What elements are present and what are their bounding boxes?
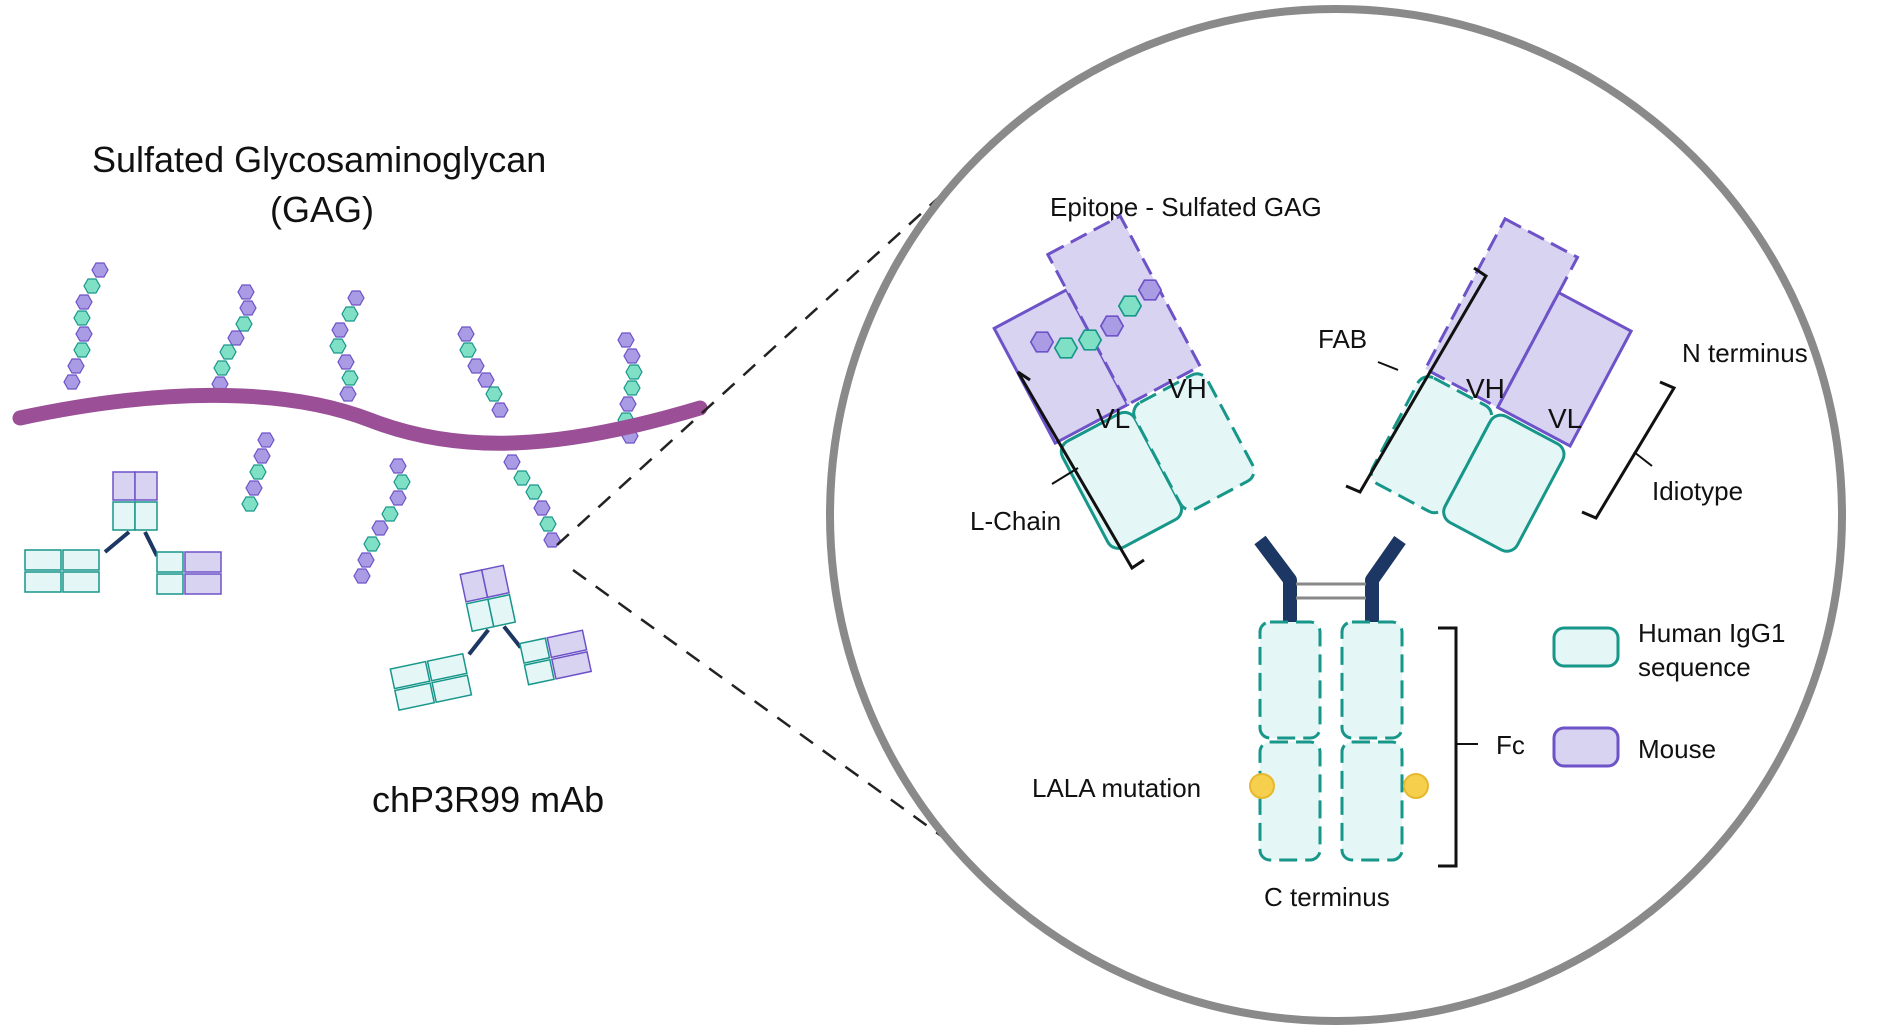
gag-chain-6 — [241, 432, 275, 512]
ch1-domain-right — [1369, 375, 1494, 515]
mini-antibody-1 — [23, 470, 223, 596]
gag-title-line1: Sulfated Glycosaminoglycan — [92, 139, 546, 180]
idiotype-bracket — [1581, 380, 1677, 520]
lala-dot-right — [1403, 773, 1429, 799]
idiotype-label: Idiotype — [1652, 476, 1743, 506]
lchain-bracket — [1016, 370, 1145, 571]
gag-title-line2: (GAG) — [270, 189, 374, 230]
vl-left-label: VL — [1096, 403, 1130, 434]
fc-bracket — [1438, 626, 1478, 868]
vl-right-label: VL — [1548, 403, 1582, 434]
ch1-domain-left — [1132, 372, 1256, 512]
gag-chain-4 — [457, 326, 509, 418]
mini-antibody-2 — [372, 550, 594, 715]
fab-label: FAB — [1318, 324, 1367, 354]
vl-domain-right — [1495, 290, 1634, 448]
fc-label: Fc — [1496, 730, 1525, 760]
cl-domain-right — [1442, 413, 1566, 553]
gag-chain-3 — [329, 290, 365, 402]
ch2-domain-left — [1258, 620, 1322, 740]
gag-chain-2 — [211, 284, 257, 392]
gag-side-chains — [63, 262, 643, 584]
vh-left-label: VH — [1168, 373, 1207, 404]
gag-backbone — [12, 387, 708, 451]
antibody-name-label: chP3R99 mAb — [372, 779, 604, 820]
c-terminus-label: C terminus — [1264, 882, 1390, 912]
ch3-domain-right — [1340, 740, 1404, 862]
legend-mouse-swatch — [1552, 726, 1620, 768]
legend-human-swatch — [1552, 626, 1620, 668]
legend-mouse-label: Mouse — [1638, 734, 1716, 764]
left-panel: Sulfated Glycosaminoglycan (GAG) — [12, 139, 708, 820]
antibody-detail: Epitope - Sulfated GAG VL VH VH — [970, 192, 1808, 912]
fc-region — [1258, 620, 1404, 862]
gag-chain-7 — [353, 458, 411, 584]
vh-right-label: VH — [1466, 373, 1505, 404]
lala-mutation-label: LALA mutation — [1032, 773, 1201, 803]
fab-bracket — [1345, 266, 1489, 494]
epitope-label: Epitope - Sulfated GAG — [1050, 192, 1322, 222]
right-fab-arm — [1369, 216, 1634, 553]
l-chain-label: L-Chain — [970, 506, 1061, 536]
legend-human-line1: Human IgG1 — [1638, 618, 1785, 648]
zoom-lines — [556, 159, 1031, 902]
gag-chain-8 — [503, 454, 561, 548]
legend: Human IgG1 sequence Mouse — [1552, 618, 1785, 768]
ch2-domain-right — [1340, 620, 1404, 740]
hinge-region — [1254, 535, 1406, 622]
legend-human-line2: sequence — [1638, 652, 1751, 682]
gag-chain-1 — [63, 262, 109, 390]
n-terminus-label: N terminus — [1682, 338, 1808, 368]
ch3-domain-left — [1258, 740, 1322, 862]
lala-dot-left — [1249, 773, 1275, 799]
